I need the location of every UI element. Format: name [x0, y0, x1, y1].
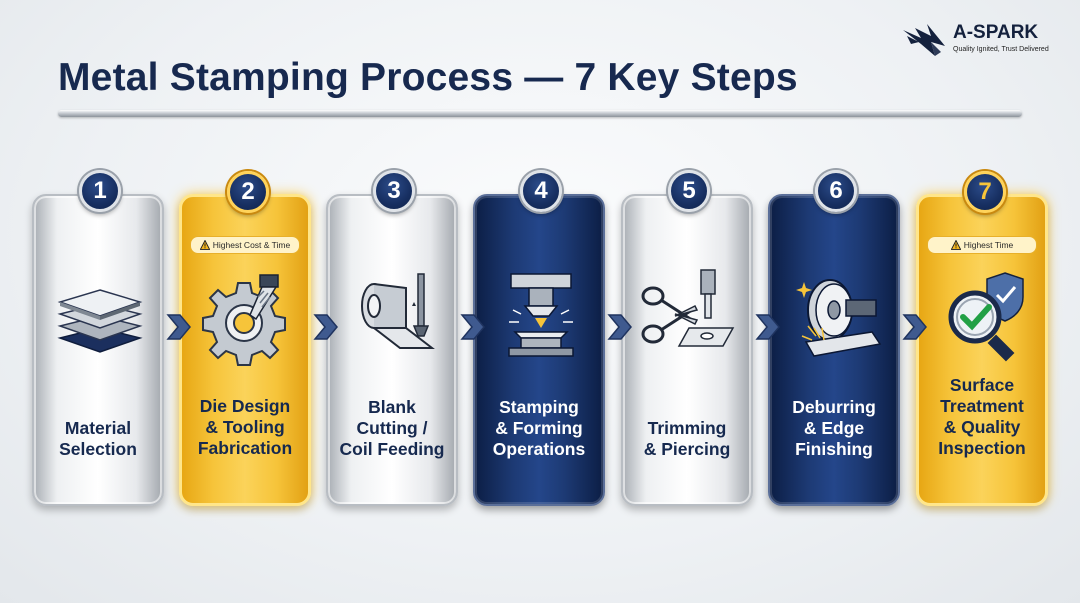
- inspection-icon: [948, 272, 1024, 362]
- chevron-right-icon: [607, 314, 632, 340]
- coil-shear-icon: [361, 273, 435, 349]
- brand-tagline: Quality Ignited, Trust Delivered: [953, 46, 1049, 53]
- step-label: Trimming& Piercing: [643, 418, 731, 459]
- chevron-right-icon: [313, 314, 338, 340]
- title-underline: [58, 110, 1022, 117]
- callout-text: Highest Cost & Time: [212, 240, 291, 250]
- grinder-icon: [796, 279, 882, 357]
- step-card-5: 5 Trimming& Piercing: [621, 170, 753, 506]
- chevron-right-icon: [755, 314, 780, 340]
- step-number-badge: 1: [79, 170, 121, 212]
- step-number-badge: 5: [668, 170, 710, 212]
- step-number-badge: 7: [964, 171, 1006, 213]
- brand-logo: A-SPARK Quality Ignited, Trust Delivered: [901, 20, 1061, 62]
- step-number-badge: 3: [373, 170, 415, 212]
- gear-drill-icon: [202, 274, 286, 366]
- scissors-punch-icon: [641, 269, 735, 347]
- chevron-right-icon: [902, 314, 927, 340]
- spark-logo-icon: [903, 24, 945, 56]
- step-card-2: 2 Highest Cost & Time Die Design& Toolin…: [179, 171, 311, 506]
- stacked-sheets-icon: [57, 289, 143, 353]
- callout-highest-time: Highest Time: [927, 236, 1037, 254]
- warning-icon: [199, 240, 210, 250]
- chevron-right-icon: [460, 314, 485, 340]
- step-number-badge: 2: [227, 171, 269, 213]
- brand-name: A-SPARK: [953, 22, 1039, 43]
- step-number-badge: 6: [815, 170, 857, 212]
- page-title: Metal Stamping Process — 7 Key Steps: [58, 56, 798, 99]
- step-number-badge: 4: [520, 170, 562, 212]
- warning-icon: [950, 240, 961, 250]
- chevron-right-icon: [166, 314, 191, 340]
- callout-text: Highest Time: [963, 240, 1014, 250]
- press-icon: [508, 273, 574, 357]
- callout-highest-cost-time: Highest Cost & Time: [190, 236, 300, 254]
